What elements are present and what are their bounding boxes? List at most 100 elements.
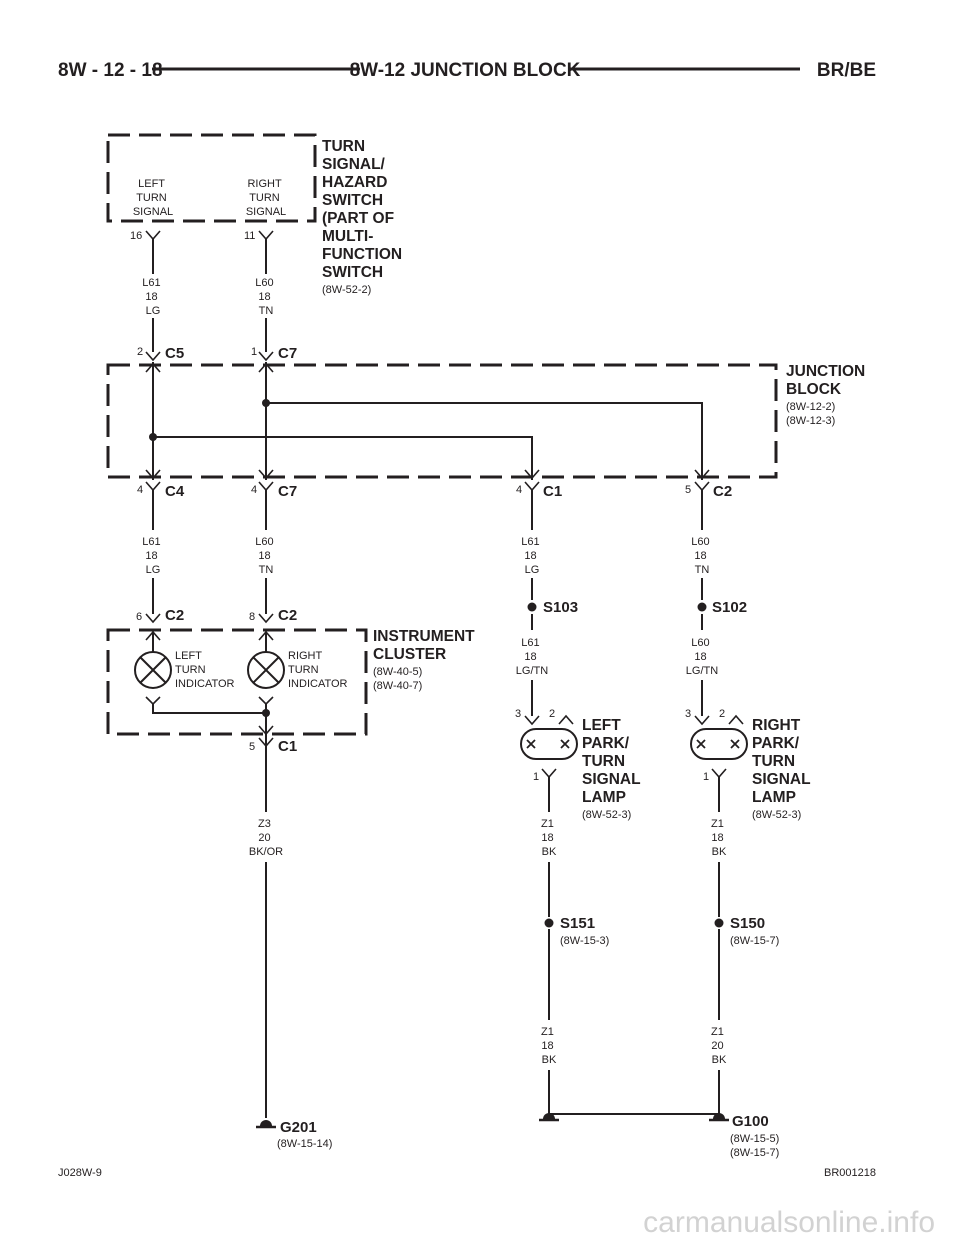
ic-ground-bus <box>152 704 266 714</box>
switch-pin-16-terminal <box>145 230 161 241</box>
ground-g201-ref: (8W-15-14) <box>277 1138 332 1150</box>
junction-block: 2 C5 1 C7 4 C4 4 C7 4 C1 5 C2 <box>106 345 865 500</box>
instrument-cluster: 6 C2 8 C2 LEFT TURN INDICATOR RIGHT TU <box>106 607 479 755</box>
jb-c4-terminal <box>145 481 161 492</box>
ground-g201-icon <box>260 1120 272 1126</box>
splice-s150-dot <box>714 918 724 928</box>
jb-c7-bot-inner-terminal <box>258 469 274 480</box>
ground-g100: G100 (8W-15-5) (8W-15-7) <box>539 1113 782 1159</box>
jb-c5-label: C5 <box>165 345 184 362</box>
ground-g201-label: G201 <box>280 1119 317 1136</box>
splice-s103-label: S103 <box>543 599 578 616</box>
turn-switch-ref: (8W-52-2) <box>322 284 371 296</box>
switch-pin-16: 16 <box>130 230 142 242</box>
left-turn-indicator-lamp-icon <box>134 651 172 689</box>
jb-l60-junction-dot <box>262 399 270 407</box>
wire-label-s103-out: L61 18 LG/TN <box>516 637 548 677</box>
jb-c7-bot-terminal <box>258 481 274 492</box>
switch-right-label: RIGHT TURN SIGNAL <box>246 178 286 218</box>
instrument-cluster-outline <box>106 628 368 736</box>
left-lamp-pin-2-terminal <box>558 714 574 725</box>
left-lamp-pin-1: 1 <box>533 771 539 783</box>
ic-c2-left-label: C2 <box>165 607 184 624</box>
right-turn-indicator-label: RIGHT TURN INDICATOR <box>288 650 348 690</box>
jb-l61-junction-dot <box>149 433 157 441</box>
left-lamp-bulb-icon <box>520 728 578 760</box>
ic-c2-left-pin: 6 <box>136 611 142 623</box>
splice-s151-dot <box>544 918 554 928</box>
jb-c7-top-pin: 1 <box>251 346 257 358</box>
splice-s102-dot <box>697 602 707 612</box>
turn-signal-switch: LEFT TURN SIGNAL RIGHT TURN SIGNAL TURN … <box>106 133 402 296</box>
left-lamp-pin-1-terminal <box>541 768 557 779</box>
wire-label-s150-out: Z1 20 BK <box>711 1026 727 1066</box>
right-lamp-bulb-icon <box>690 728 748 760</box>
ground-g100-right-icon <box>713 1113 725 1119</box>
jb-c5-terminal <box>145 351 161 362</box>
switch-pin-11-terminal <box>258 230 274 241</box>
jb-c1-label: C1 <box>543 483 562 500</box>
ic-c2-right-label: C2 <box>278 607 297 624</box>
jb-c1-pin: 4 <box>516 484 522 496</box>
ic-c1-pin: 5 <box>249 741 255 753</box>
splice-s151-ref: (8W-15-3) <box>560 935 609 947</box>
ic-c2-right-pin: 8 <box>249 611 255 623</box>
jb-c7-bot-pin: 4 <box>251 484 257 496</box>
junction-block-outline <box>106 363 778 479</box>
jb-c7-top-terminal <box>258 351 274 362</box>
wire-label-right-lamp-ground: Z1 18 BK <box>711 818 727 858</box>
ic-c1-inner-terminal <box>258 725 274 736</box>
jb-c2-label: C2 <box>713 483 732 500</box>
wire-label-s102-out: L60 18 LG/TN <box>686 637 718 677</box>
jb-c4-inner-terminal <box>145 469 161 480</box>
right-lamp-pin-2-terminal <box>728 714 744 725</box>
jb-c2-pin: 5 <box>685 484 691 496</box>
right-park-turn-lamp: 3 2 1 RIGHT PARK/ TURN SIGNAL LAMP (8W-5… <box>685 680 815 821</box>
wire-label-jb-c1: L61 18 LG <box>521 536 542 576</box>
header-model: BR/BE <box>817 60 876 81</box>
wire-label-jb-c2: L60 18 TN <box>691 536 712 576</box>
splice-s150-ref: (8W-15-7) <box>730 935 779 947</box>
left-turn-indicator-label: LEFT TURN INDICATOR <box>175 650 235 690</box>
jb-c1-inner-terminal <box>524 469 540 480</box>
ground-g201: G201 (8W-15-14) <box>256 1119 332 1150</box>
right-lamp-pin-2: 2 <box>719 708 725 720</box>
splice-s103-dot <box>527 602 537 612</box>
left-lamp-title: LEFT PARK/ TURN SIGNAL LAMP <box>582 717 645 806</box>
right-lamp-title: RIGHT PARK/ TURN SIGNAL LAMP <box>752 717 815 806</box>
right-lamp-pin-3-terminal <box>694 715 710 726</box>
ground-g100-left-icon <box>543 1113 555 1119</box>
jb-c4-pin: 4 <box>137 484 143 496</box>
splice-s151-label: S151 <box>560 915 595 932</box>
jb-c2-inner-terminal <box>694 469 710 480</box>
ground-g100-refs: (8W-15-5) (8W-15-7) <box>730 1133 782 1159</box>
wire-label-s151-out: Z1 18 BK <box>541 1026 557 1066</box>
wire-label-jb-c4: L61 18 LG <box>142 536 163 576</box>
turn-switch-outline <box>106 133 317 223</box>
right-lamp-ref: (8W-52-3) <box>752 809 801 821</box>
footer-right-code: BR001218 <box>824 1167 876 1179</box>
left-lamp-pin-2: 2 <box>549 708 555 720</box>
wire-label-sw-right: L60 18 TN <box>255 277 276 317</box>
jb-c2-terminal <box>694 481 710 492</box>
footer-left-code: J028W-9 <box>58 1167 102 1179</box>
ic-c1-label: C1 <box>278 738 297 755</box>
right-lamp-pin-1-terminal <box>711 768 727 779</box>
wire-label-jb-c7: L60 18 TN <box>255 536 276 576</box>
ic-c2-right-terminal <box>258 613 274 624</box>
instrument-cluster-title: INSTRUMENT CLUSTER <box>373 628 479 663</box>
left-lamp-ref: (8W-52-3) <box>582 809 631 821</box>
ic-left-lamp-out-terminal <box>145 696 161 706</box>
right-lamp-pin-1: 1 <box>703 771 709 783</box>
left-park-turn-lamp: 3 2 1 LEFT PARK/ TURN SIGNAL LAMP (8W-52… <box>515 680 645 821</box>
page-header: 8W - 12 - 18 8W-12 JUNCTION BLOCK BR/BE <box>58 60 876 81</box>
junction-block-refs: (8W-12-2) (8W-12-3) <box>786 401 838 427</box>
jb-c4-label: C4 <box>165 483 185 500</box>
splice-s102-label: S102 <box>712 599 747 616</box>
jb-c7-top-label: C7 <box>278 345 297 362</box>
left-lamp-pin-3: 3 <box>515 708 521 720</box>
wire-label-left-lamp-ground: Z1 18 BK <box>541 818 557 858</box>
left-lamp-filament-icon <box>526 739 570 749</box>
left-lamp-pin-3-terminal <box>524 715 540 726</box>
